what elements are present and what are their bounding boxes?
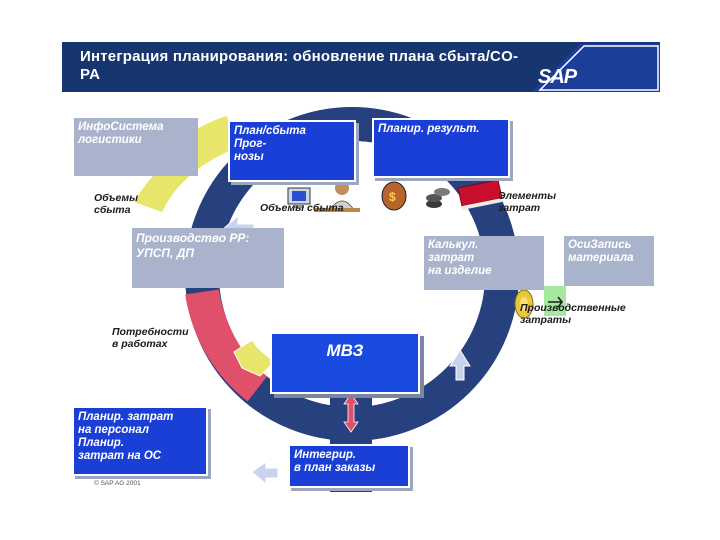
yellow-band xyxy=(134,140,227,212)
red-ring-segment xyxy=(185,289,269,402)
double-arrow-icon xyxy=(343,393,359,433)
coins-icon xyxy=(426,188,450,208)
box-internal-orders[interactable]: Интегрир. в план заказы xyxy=(288,444,410,488)
box-production-pp[interactable]: Производство PP: УПСП, ДП xyxy=(132,228,284,288)
page-title: Интеграция планирования: обновление план… xyxy=(80,48,519,83)
box-mvz[interactable]: МВЗ xyxy=(270,332,420,394)
svg-text:$: $ xyxy=(389,190,396,204)
label-sales-volumes-center: Объемы сбыта xyxy=(260,202,344,214)
label-sales-volumes-left: Объемы сбыта xyxy=(94,192,139,216)
box-info-system[interactable]: ИнфоСистема логистики xyxy=(74,118,198,176)
sap-logo-text: SAP xyxy=(538,66,577,88)
box-personnel-planning[interactable]: Планир. затрат на персонал Планир. затра… xyxy=(72,406,208,476)
label-cost-elements: Элементы затрат xyxy=(498,190,557,214)
arrow-right-bottom xyxy=(449,349,471,381)
sap-logo-icon xyxy=(532,44,660,92)
copyright-text: © SAP AG 2001 xyxy=(94,480,141,487)
costing-connector xyxy=(544,286,566,316)
label-production-costs: Производственные затраты xyxy=(520,302,626,326)
red-book-icon xyxy=(457,179,503,210)
box-material-record[interactable]: ОсиЗапись материала xyxy=(564,236,654,286)
money-bag-icon: $ xyxy=(381,181,407,211)
arrow-right-icon xyxy=(548,296,563,308)
box-planning-results[interactable]: Планир. результ. xyxy=(372,118,510,178)
computer-user-icon xyxy=(287,181,360,212)
box-sales-forecast[interactable]: План/сбыта Прог- нозы xyxy=(228,120,356,182)
slide: Интеграция планирования: обновление план… xyxy=(62,42,660,494)
arrow-bottom-left xyxy=(251,461,279,486)
label-activity-requirements: Потребности в работах xyxy=(112,326,189,350)
box-costing[interactable]: Калькул. затрат на изделие xyxy=(424,236,544,290)
coin-roll-icon xyxy=(514,289,534,319)
